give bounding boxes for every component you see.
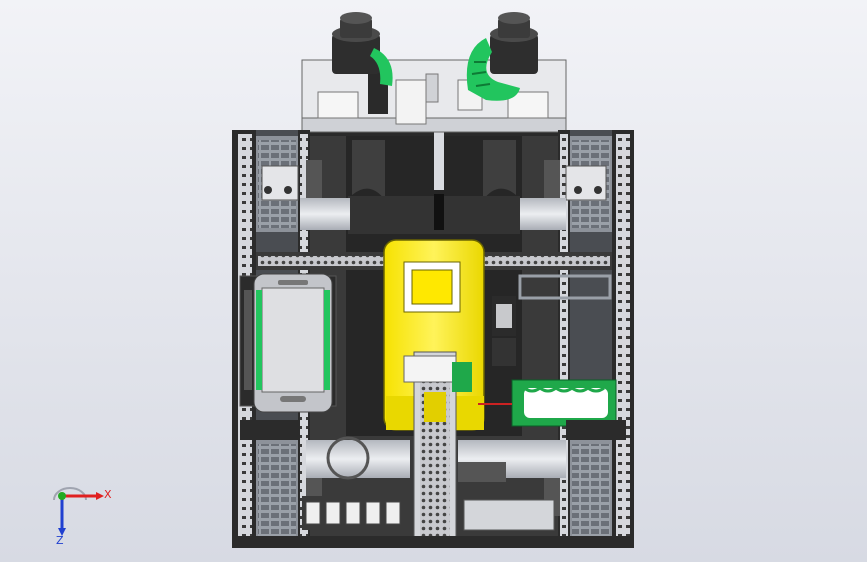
drive-motor-right [492,296,516,366]
shaft-tubes [300,198,566,482]
axis-x-label: X [104,488,112,501]
phone-mount [239,273,337,413]
xyz-triad-icon: X Z [53,487,112,547]
lower-right-mecanum-wheel [544,440,612,540]
axis-z-label: Z [56,534,64,547]
vertical-conveyor [403,351,472,543]
right-flywheel-motor [466,12,538,101]
intake-hopper [346,128,522,436]
left-flywheel-motor [332,12,393,86]
right-side-bracket [518,274,612,300]
bottom-servo-row [302,496,555,531]
lower-cross-beam [232,420,634,548]
expansion-hub-board [478,379,617,427]
